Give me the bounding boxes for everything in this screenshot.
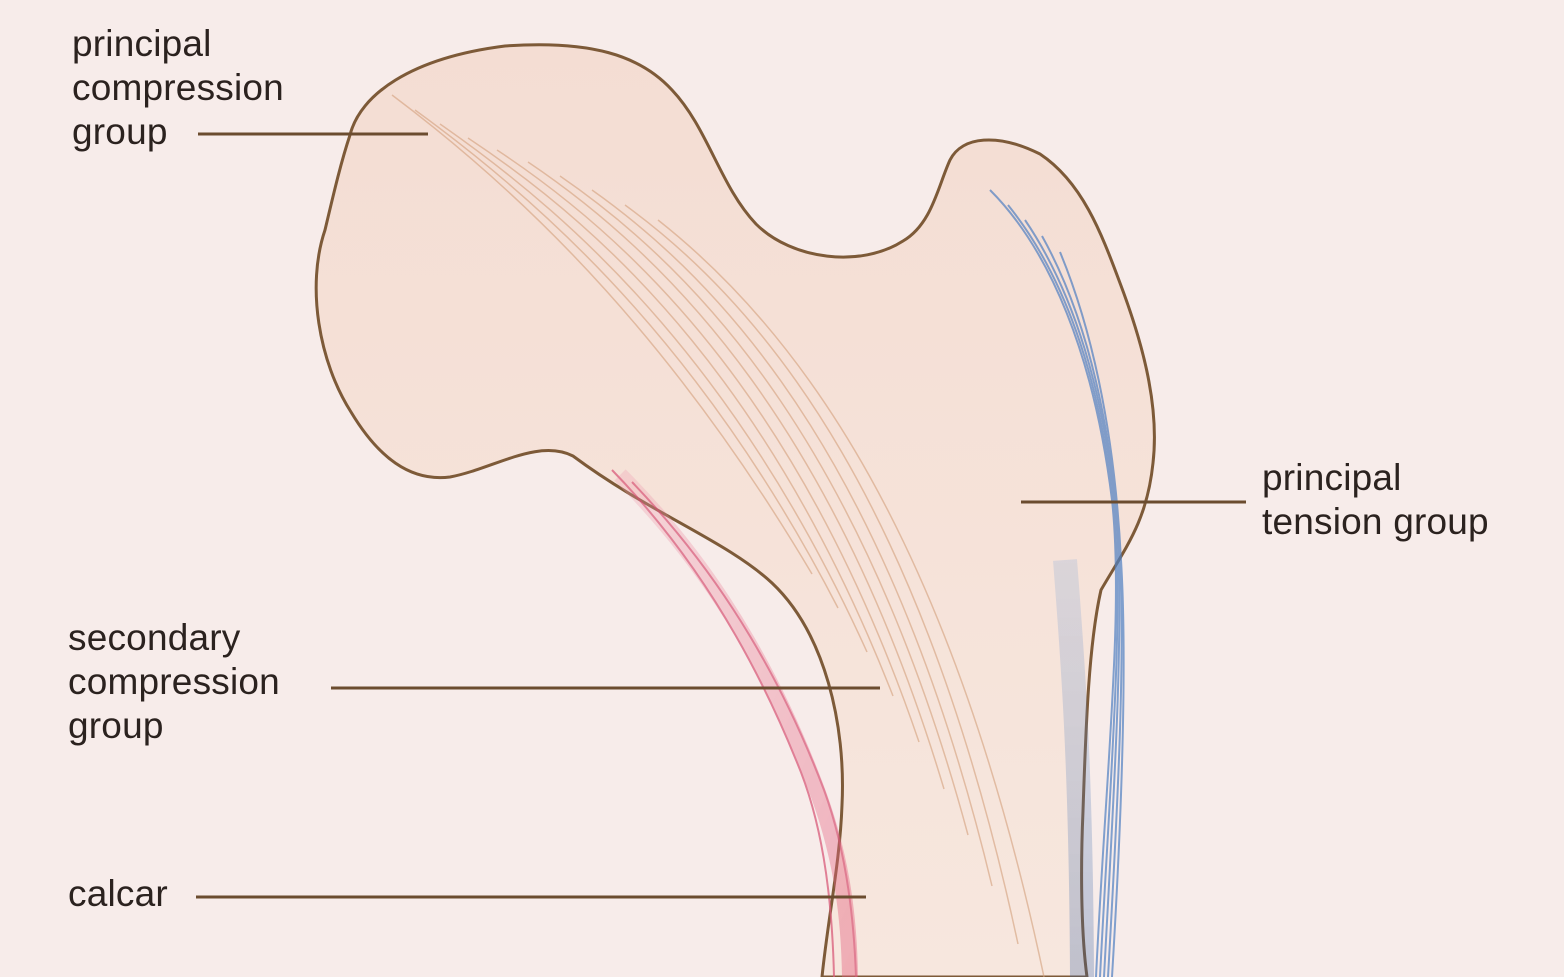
principal-compression-line-3: group	[72, 110, 284, 154]
principal-tension-line-2: tension group	[1262, 500, 1489, 544]
principal-compression-line-2: compression	[72, 66, 284, 110]
femur-outline	[316, 45, 1154, 977]
calcar-label: calcar	[68, 872, 168, 916]
principal-tension-label: principal tension group	[1262, 456, 1489, 544]
principal-compression-label: principal compression group	[72, 22, 284, 154]
principal-tension-line-1: principal	[1262, 456, 1489, 500]
secondary-compression-line-2: compression	[68, 660, 280, 704]
principal-compression-line-1: principal	[72, 22, 284, 66]
secondary-compression-label: secondary compression group	[68, 616, 280, 748]
secondary-compression-line-3: group	[68, 704, 280, 748]
femur-bone	[316, 45, 1154, 977]
calcar-text: calcar	[68, 872, 168, 916]
secondary-compression-line-1: secondary	[68, 616, 280, 660]
